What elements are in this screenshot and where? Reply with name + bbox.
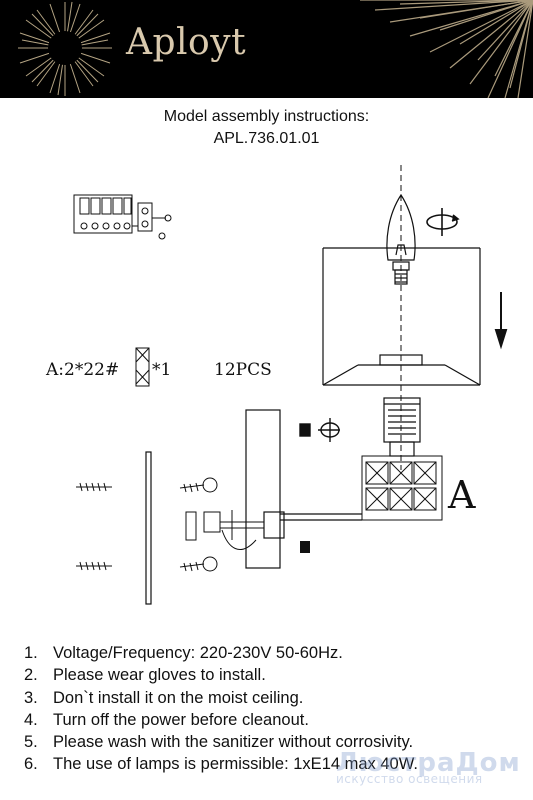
rotate-arrow-icon [426, 208, 460, 236]
lamp-shade [322, 247, 481, 386]
instruction-list: 1.Voltage/Frequency: 220-230V 50-60Hz. 2… [24, 642, 418, 776]
mounting-bracket [185, 510, 264, 550]
lamp-arm [263, 511, 362, 539]
watermark-line2: искусство освещения [336, 772, 483, 786]
list-item: 5.Please wash with the sanitizer without… [24, 733, 414, 752]
list-item: 4.Turn off the power before cleanout. [24, 710, 309, 729]
parts-label: A:2*22# [45, 360, 119, 380]
wall-backplate [145, 409, 281, 605]
watermark-line1: ЛюстраДом [336, 748, 521, 778]
parts-count: *1 [152, 360, 171, 380]
watermark: ЛюстраДом искусство освещения [336, 748, 521, 786]
wall-anchor-icon [76, 482, 112, 571]
candle-bulb-icon [386, 193, 416, 285]
list-item: 2.Please wear gloves to install. [24, 666, 266, 685]
wall-screw-icon [179, 477, 218, 572]
assembly-diagram: A:2*22# *1 12PCS [45, 165, 508, 605]
pcs-label: 12PCS [214, 360, 272, 380]
screw-rotate-icon [299, 418, 340, 442]
terminal-block-icon [73, 194, 172, 240]
list-item: 6.The use of lamps is permissible: 1xE14… [24, 755, 418, 774]
callout-label: A [447, 473, 476, 517]
screw-icon [300, 541, 310, 553]
list-item: 3.Don`t install it on the moist ceiling. [24, 688, 304, 707]
list-item: 1.Voltage/Frequency: 220-230V 50-60Hz. [24, 644, 343, 662]
lamp-socket [383, 397, 421, 457]
screw-part-icon [135, 347, 150, 387]
brand-banner: Aployt [0, 0, 533, 98]
document-title: Model assembly instructions: [163, 108, 370, 125]
crystal-holder [361, 455, 443, 521]
sunburst-logo-icon [18, 0, 533, 98]
brand-logo-text: Aployt [126, 22, 247, 63]
down-arrow-icon [494, 292, 508, 350]
model-number: APL.736.01.01 [213, 130, 320, 147]
